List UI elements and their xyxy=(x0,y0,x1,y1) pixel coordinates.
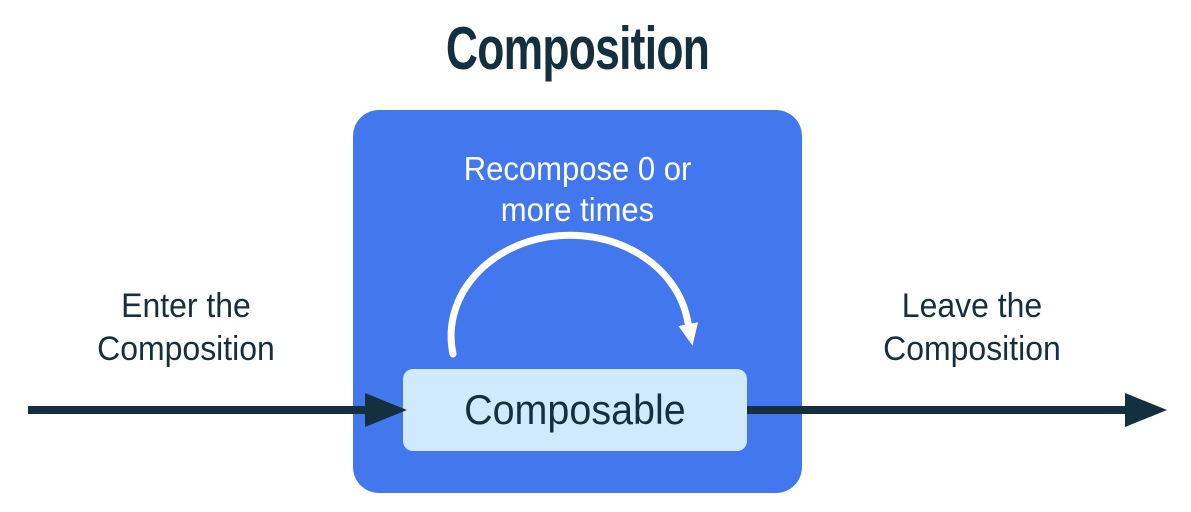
enter-composition-label: Enter the Composition xyxy=(97,287,275,368)
diagram-title: Composition xyxy=(445,15,710,82)
recompose-label: Recompose 0 or more times xyxy=(463,150,692,228)
enter-arrow-icon xyxy=(28,393,407,427)
leave-arrow-icon xyxy=(747,393,1167,427)
composable-label: Composable xyxy=(464,386,686,433)
composable-box: Composable xyxy=(403,369,747,451)
leave-composition-label: Leave the Composition xyxy=(883,287,1061,368)
